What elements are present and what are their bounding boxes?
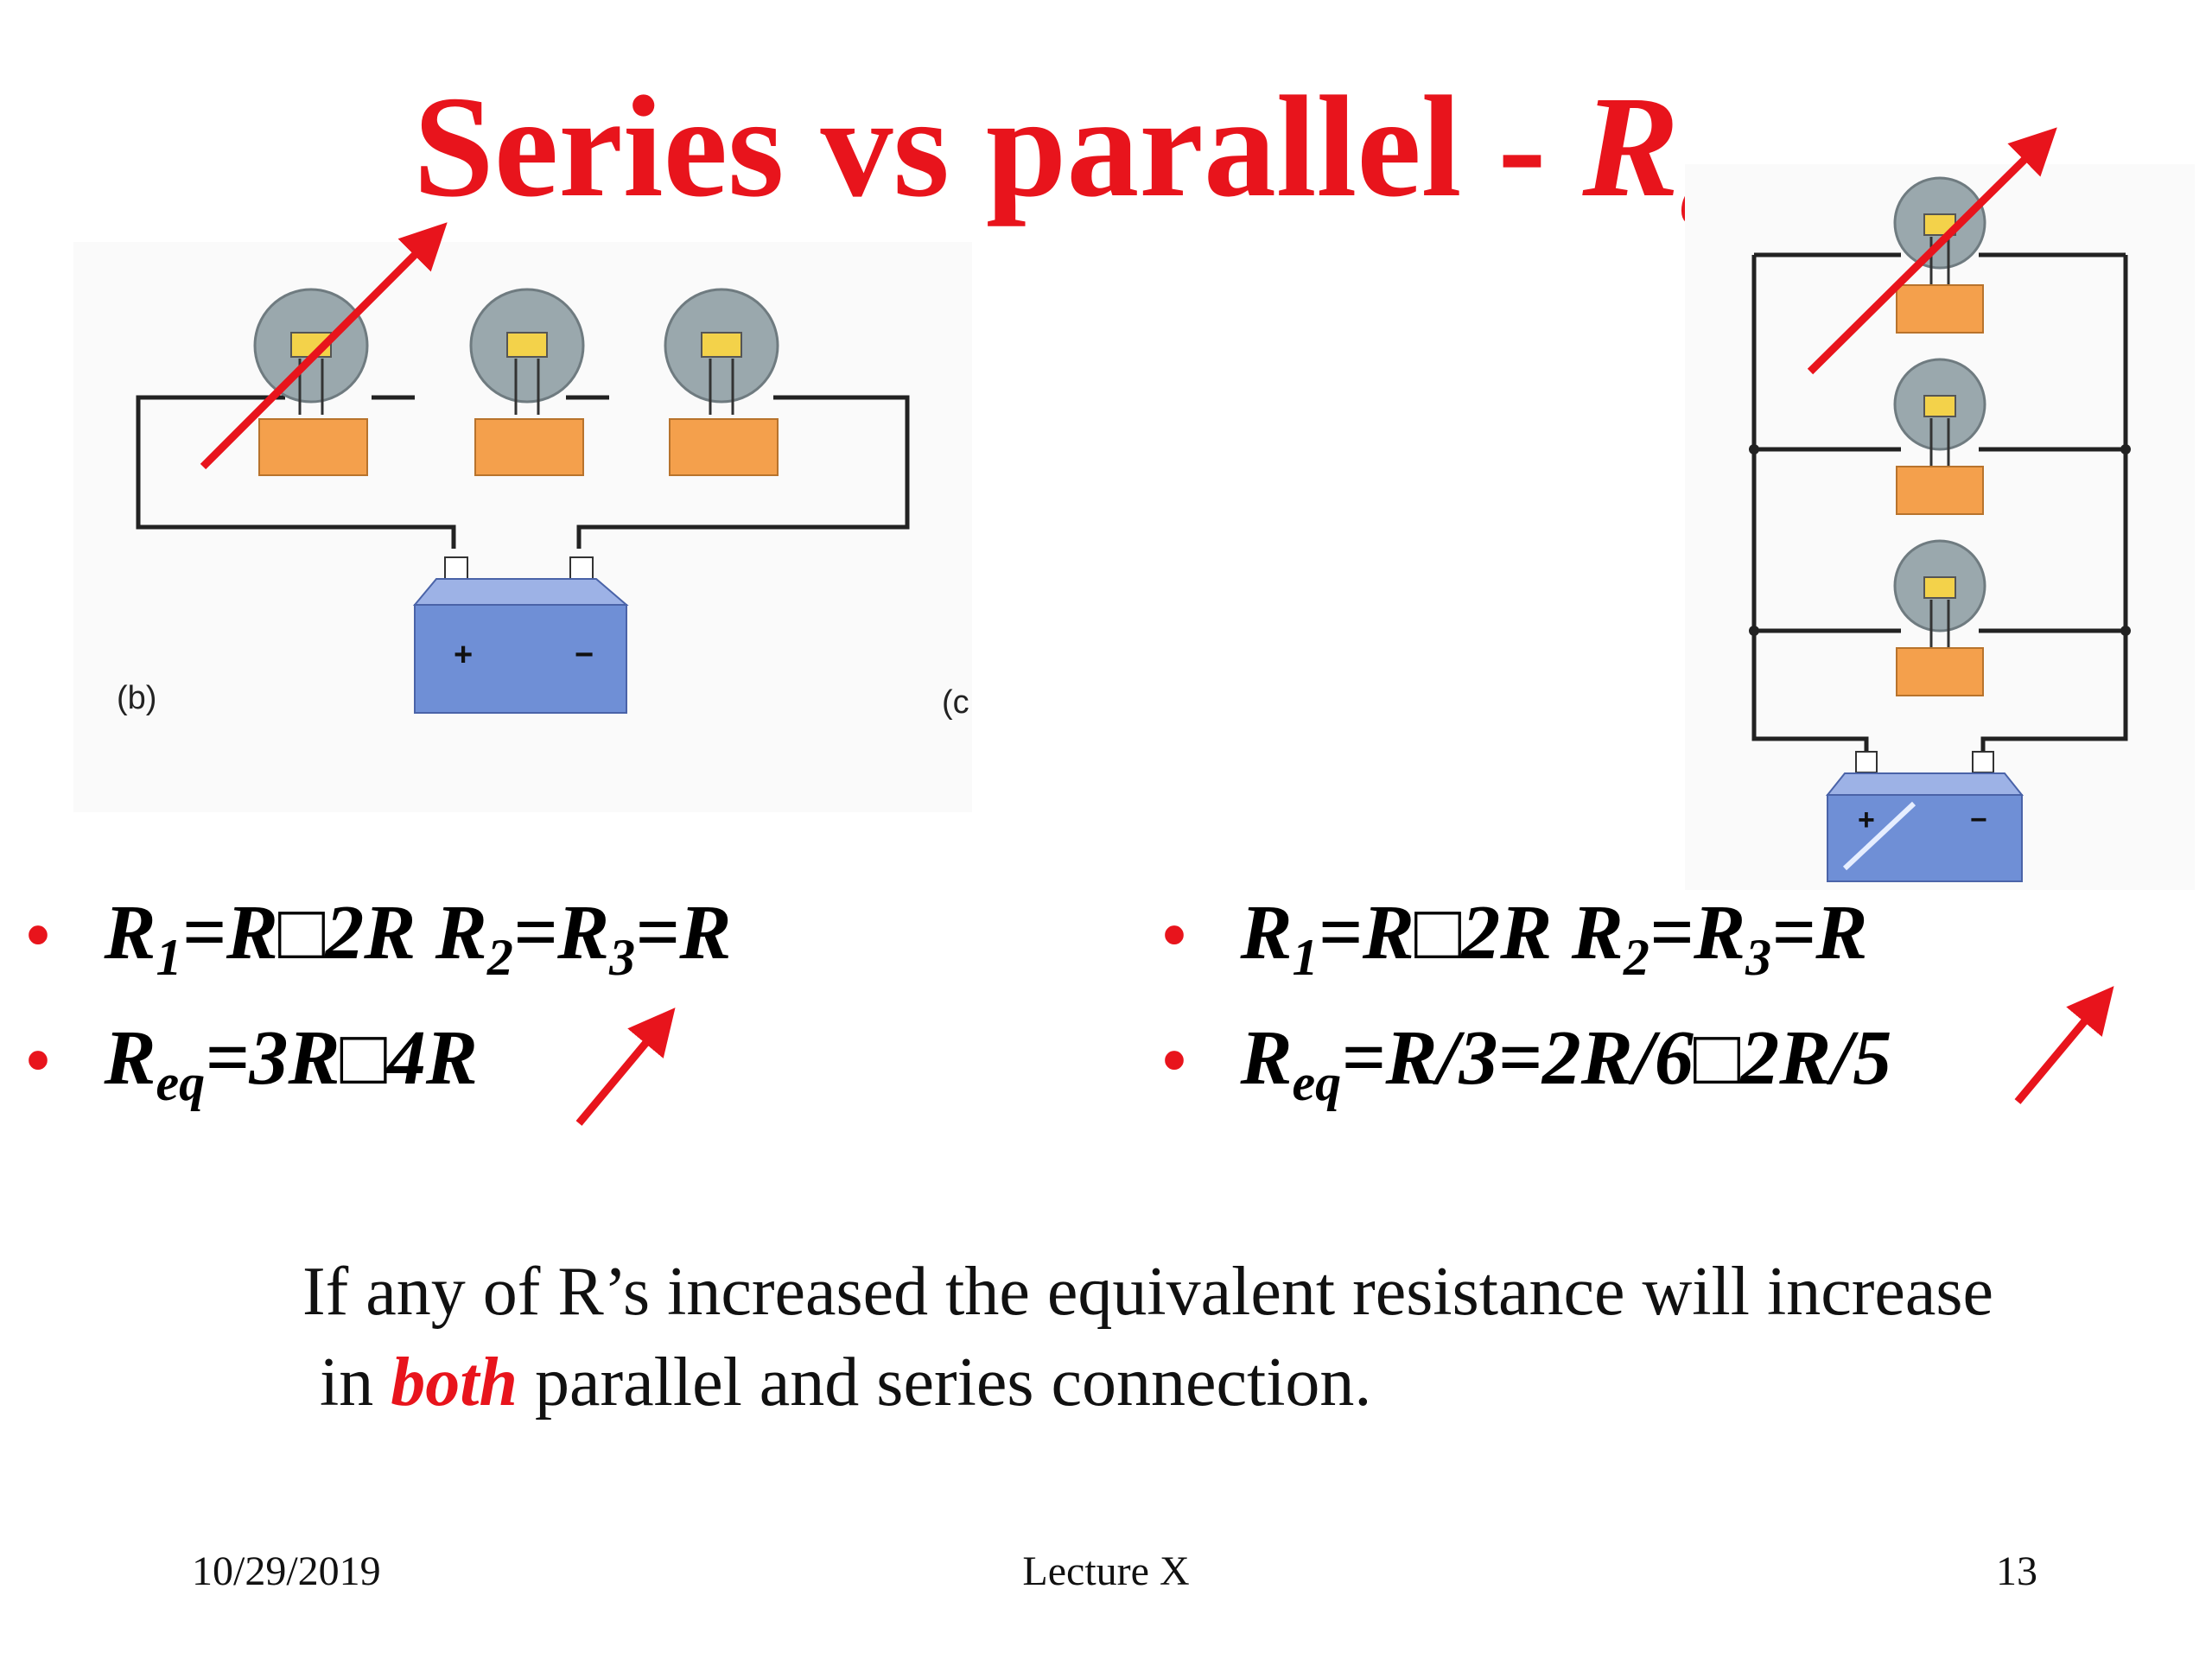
increase-arrow-icon (575, 1007, 676, 1126)
note-line-2: in both parallel and series connection. (320, 1344, 1372, 1421)
slide-title: Series vs parallel - Req (413, 67, 1764, 240)
increase-arrow-icon (2014, 986, 2114, 1104)
bulb-icon (664, 288, 779, 476)
figure-label-b: (b) (117, 680, 156, 716)
bulb-icon (253, 288, 369, 476)
bullet-left-1: • R1=R□2R R2=R3=R (26, 890, 732, 987)
bulb-icon (1893, 358, 1986, 515)
bullet-right-2: • Req=R/3=2R/6□2R/5 (1162, 1015, 1892, 1112)
svg-text:−: − (575, 637, 594, 673)
bullet-left-2: • Req=3R□4R (26, 1015, 478, 1112)
figure-label-c: (c (942, 684, 969, 721)
note-line-1: If any of R’s increased the equivalent r… (302, 1254, 1993, 1330)
increase-arrow-icon (1807, 127, 2057, 375)
bulb-icon (469, 288, 585, 476)
bulb-icon (1893, 176, 1986, 334)
bulb-icon (1893, 539, 1986, 696)
footer-date: 10/29/2019 (192, 1548, 381, 1594)
battery-icon: + − (1825, 751, 2024, 882)
increase-arrow-icon (200, 222, 448, 470)
battery-icon: + − (412, 556, 629, 714)
footer-page-number: 13 (1996, 1548, 2037, 1594)
bullet-right-1: • R1=R□2R R2=R3=R (1162, 890, 1868, 987)
footer-lecture: Lecture X (1022, 1548, 1190, 1594)
parallel-circuit-diagram: + − (1685, 164, 2195, 890)
svg-text:−: − (1970, 804, 1987, 836)
series-circuit-diagram: + − (b) (c (73, 242, 972, 812)
emphasis-both: both (391, 1344, 518, 1421)
svg-text:+: + (454, 637, 473, 673)
svg-text:+: + (1858, 804, 1875, 836)
